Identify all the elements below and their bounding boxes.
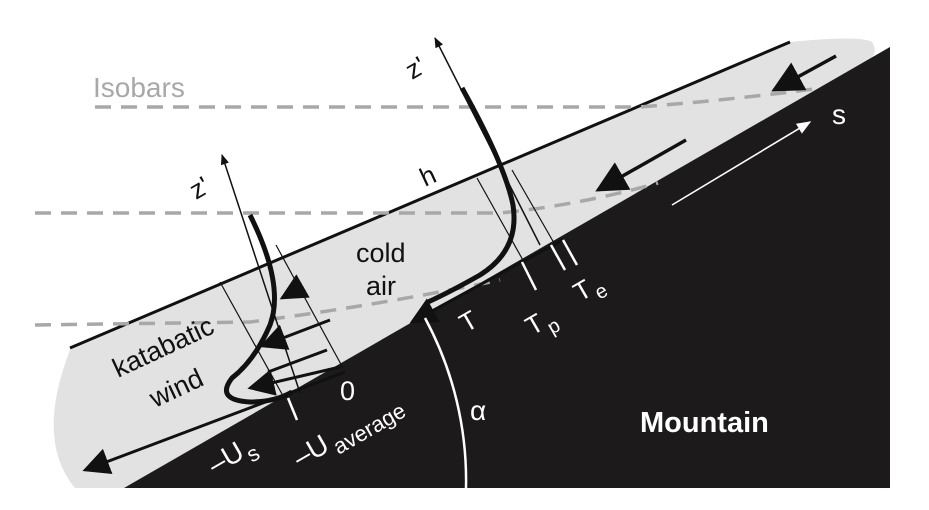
layer-top-line [69,40,791,350]
downslope-arrow-2 [771,54,837,92]
slope-baseline-right [409,238,563,324]
ticks [286,239,579,421]
zero-guide-line [275,244,344,369]
wind-profile-left [224,213,294,405]
s-axis-arrow [671,121,812,206]
h-label: h [415,159,441,192]
isobars-label: Isobars [93,72,185,103]
cold-label: cold [356,238,406,268]
zero-label: 0 [340,376,355,406]
profile-arrows-left [247,274,341,396]
z-prime-left-label: z' [184,170,215,205]
s-label: s [832,99,846,130]
downslope-arrow-1 [595,138,687,192]
z-axis-left [220,154,301,394]
t-guide-line [476,177,525,263]
alpha-label: α [470,395,486,426]
air-label: air [366,271,396,301]
mountain-label: Mountain [640,407,769,439]
isobar-2 [35,181,659,215]
temperature-profile-right [426,86,517,305]
tp-guide-line [511,169,555,244]
mountain [124,47,890,488]
slope-baseline-left [82,370,346,475]
z-prime-right-label: z' [400,50,431,85]
slope-angle-arc [423,317,468,489]
